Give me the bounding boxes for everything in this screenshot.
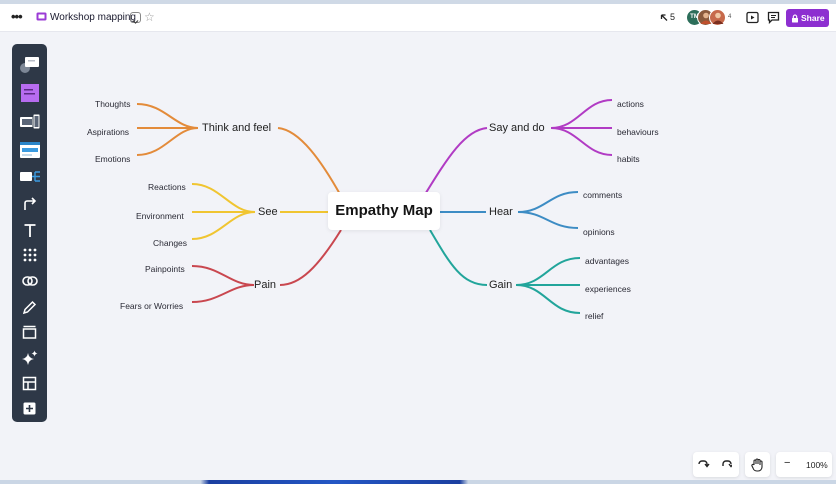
leaf-node[interactable]: opinions [583,227,615,237]
branch-gain[interactable]: Gain [489,279,513,291]
leaf-node[interactable]: Painpoints [145,264,185,274]
leaf-node[interactable]: actions [617,99,644,109]
zoom-out-button[interactable]: − [784,457,791,469]
mindmap-connectors [136,99,613,314]
leaf-node[interactable]: Emotions [95,154,131,164]
layout-icon[interactable] [17,372,42,394]
devices-icon[interactable] [17,111,42,133]
grid-icon[interactable] [17,244,42,266]
ai-sparkle-icon[interactable] [17,347,42,369]
leaf-node[interactable]: habits [617,154,640,164]
board-title[interactable]: Workshop mapping [50,12,136,23]
avatar[interactable] [709,9,726,26]
star-icon[interactable]: ☆ [144,10,155,24]
templates-icon[interactable] [17,54,42,76]
pen-icon[interactable] [17,296,42,318]
present-icon[interactable] [746,11,759,24]
cursor-arrow-icon [660,14,668,21]
branch-say-and-do[interactable]: Say and do [489,122,545,134]
leaf-node[interactable]: Changes [153,238,188,248]
hand-icon [751,458,763,472]
kanban-icon[interactable] [17,166,42,188]
board-icon [36,12,47,21]
board-menu-chevron-icon[interactable] [130,12,141,24]
creation-toolbar [12,44,47,422]
branch-see[interactable]: See [258,206,278,218]
text-icon[interactable] [17,219,42,241]
online-cursor-count[interactable]: 5 [670,12,676,22]
sticky-note-icon[interactable] [17,82,42,104]
leaf-node[interactable]: Fears or Worries [120,301,184,311]
leaf-node[interactable]: relief [585,311,604,321]
leaf-node[interactable]: Environment [136,211,184,221]
desktop-wallpaper-strip [0,480,836,484]
leaf-node[interactable]: advantages [585,256,629,266]
share-label: Share [801,13,825,23]
hand-tool-button[interactable] [745,452,770,477]
comments-icon[interactable] [767,11,780,24]
arrow-icon[interactable] [17,193,42,215]
main-menu-icon[interactable]: ••• [11,9,23,24]
zoom-level[interactable]: 100% [806,460,828,470]
branch-think-and-feel[interactable]: Think and feel [202,122,272,134]
app-window: ••• Workshop mapping ☆ 5 TM 4 [0,4,836,480]
add-icon[interactable] [17,397,42,419]
zoom-controls: − 100% [776,452,832,477]
redo-icon[interactable] [720,459,732,470]
card-icon[interactable] [17,139,42,161]
top-bar: ••• Workshop mapping ☆ 5 TM 4 [0,4,836,32]
lock-icon [792,14,798,23]
link-icon[interactable] [17,270,42,292]
leaf-node[interactable]: comments [583,190,623,200]
leaf-node[interactable]: behaviours [617,127,659,137]
leaf-node[interactable]: Reactions [148,182,186,192]
leaf-node[interactable]: Thoughts [95,99,131,109]
branch-pain[interactable]: Pain [254,279,277,291]
leaf-node[interactable]: Aspirations [87,127,130,137]
undo-icon[interactable] [698,459,710,470]
mindmap-root-node[interactable]: Empathy Map [328,192,440,230]
history-controls [693,452,739,477]
board-canvas[interactable]: Empathy Map Think and feel See Pain Say … [0,32,836,480]
branch-hear[interactable]: Hear [489,206,513,218]
avatar-overflow-count[interactable]: 4 [728,14,732,20]
leaf-node[interactable]: experiences [585,284,631,294]
frame-icon[interactable] [17,321,42,343]
share-button[interactable]: Share [786,9,829,27]
